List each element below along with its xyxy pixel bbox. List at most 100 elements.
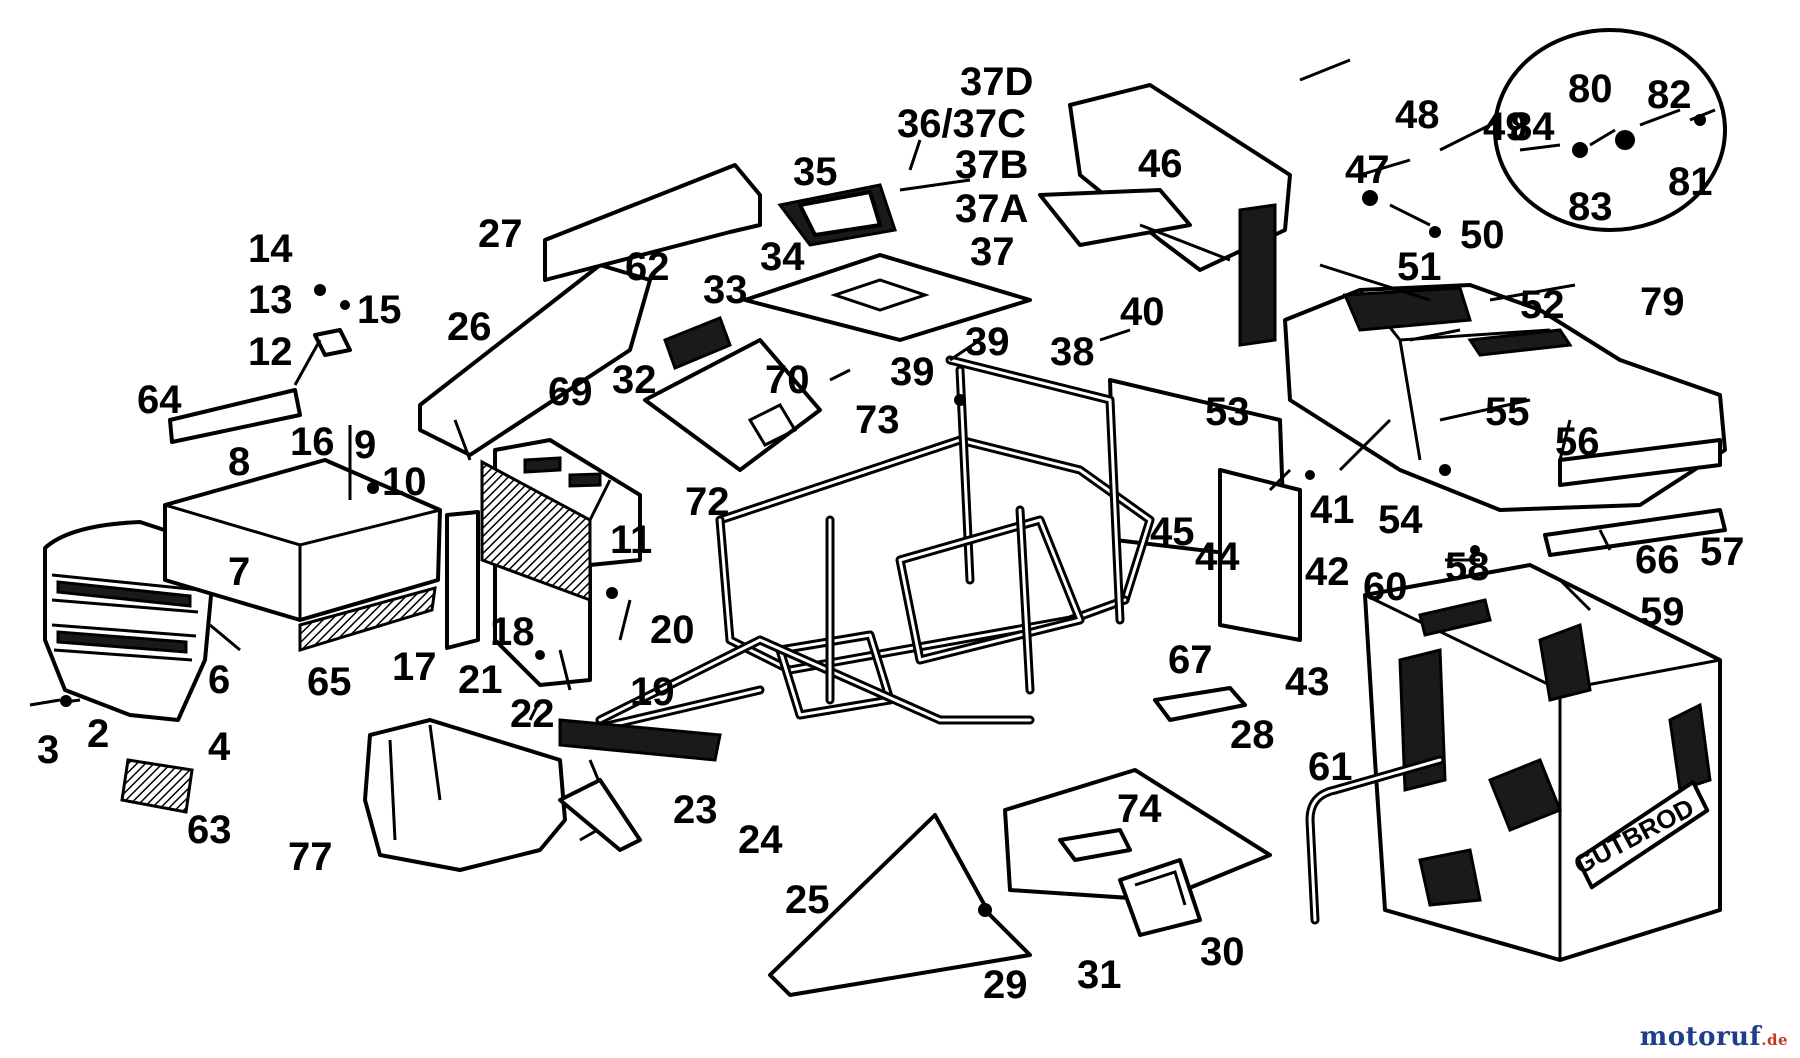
- battery-plate-33: [643, 316, 822, 472]
- label-49: 49: [1483, 105, 1528, 149]
- label-2: 2: [87, 712, 109, 756]
- label-69: 69: [548, 370, 593, 414]
- label-7: 7: [228, 550, 250, 594]
- label-40: 40: [1120, 290, 1165, 334]
- label-55: 55: [1485, 390, 1530, 434]
- label-74: 74: [1117, 787, 1162, 831]
- label-9: 9: [354, 423, 376, 467]
- side-cover-25: [768, 813, 1032, 997]
- label-83: 83: [1568, 185, 1613, 229]
- label-61: 61: [1308, 745, 1353, 789]
- label-37b: 37B: [955, 143, 1028, 187]
- label-17: 17: [392, 645, 437, 689]
- label-42: 42: [1305, 550, 1350, 594]
- decal-strip-64: [168, 388, 302, 444]
- site-watermark: motoruf.de: [1640, 1022, 1788, 1052]
- label-3: 3: [37, 728, 59, 772]
- label-80: 80: [1568, 67, 1613, 111]
- label-84: 84: [1510, 105, 1555, 149]
- label-41: 41: [1310, 488, 1355, 532]
- step-tray-28: [1003, 768, 1272, 902]
- label-37: 37: [970, 230, 1015, 274]
- label-25: 25: [785, 878, 830, 922]
- label-21: 21: [458, 658, 503, 702]
- hood-part: [163, 458, 442, 653]
- label-59: 59: [1640, 590, 1685, 634]
- label-16: 16: [290, 420, 335, 464]
- label-53: 53: [1205, 390, 1250, 434]
- label-22: 22: [510, 692, 555, 736]
- grass-catcher-part: GUTBROD: [1363, 563, 1722, 962]
- label-31: 31: [1077, 953, 1122, 997]
- label-43: 43: [1285, 660, 1330, 704]
- label-13: 13: [248, 278, 293, 322]
- grille-insert-part: [120, 758, 194, 814]
- label-52: 52: [1520, 283, 1565, 327]
- label-34: 34: [760, 235, 805, 279]
- label-20: 20: [650, 608, 695, 652]
- label-56: 56: [1555, 420, 1600, 464]
- hardware-parts: [313, 190, 1480, 660]
- label-37d: 37D: [960, 60, 1033, 104]
- label-72: 72: [685, 480, 730, 524]
- floor-plate-part: [743, 253, 1032, 342]
- label-63: 63: [187, 808, 232, 852]
- label-39a: 39: [965, 320, 1010, 364]
- leader-lines: [293, 58, 1612, 721]
- label-26: 26: [447, 305, 492, 349]
- tray-35: [777, 183, 897, 247]
- label-70: 70: [765, 358, 810, 402]
- watermark-tld: .de: [1761, 1031, 1788, 1049]
- label-79: 79: [1640, 280, 1685, 324]
- rear-panel-part: [1108, 378, 1302, 642]
- label-4: 4: [208, 725, 231, 769]
- strip-66: [1543, 508, 1727, 557]
- label-82: 82: [1647, 73, 1692, 117]
- label-64: 64: [137, 378, 182, 422]
- drawer-30: [1118, 858, 1202, 937]
- label-35: 35: [793, 150, 838, 194]
- label-46: 46: [1138, 142, 1183, 186]
- label-24: 24: [738, 818, 783, 862]
- label-57: 57: [1700, 530, 1745, 574]
- label-11: 11: [610, 518, 652, 562]
- label-29: 29: [983, 963, 1028, 1007]
- label-67: 67: [1168, 638, 1213, 682]
- label-19: 19: [630, 670, 675, 714]
- label-38: 38: [1050, 330, 1095, 374]
- watermark-name: motoruf: [1639, 1022, 1762, 1052]
- label-66: 66: [1635, 538, 1680, 582]
- label-14: 14: [248, 227, 293, 271]
- label-44: 44: [1195, 535, 1240, 579]
- label-10: 10: [382, 460, 427, 504]
- label-30: 30: [1200, 930, 1245, 974]
- label-23: 23: [673, 788, 718, 832]
- part-labels: 2 3 4 6 7 8 9 10 11 12 13 14 15 16 17 18…: [37, 60, 1745, 1007]
- rear-fender-part: [1283, 283, 1727, 512]
- label-15: 15: [357, 288, 402, 332]
- side-panel-17: [445, 510, 480, 650]
- label-60: 60: [1363, 565, 1408, 609]
- label-65: 65: [307, 660, 352, 704]
- seat-part: [1038, 83, 1292, 347]
- label-32: 32: [612, 358, 657, 402]
- side-panel-27: [543, 163, 762, 282]
- label-37a: 37A: [955, 187, 1028, 231]
- label-8: 8: [228, 440, 250, 484]
- pedal-part: [558, 718, 722, 852]
- label-51: 51: [1397, 245, 1442, 289]
- label-58: 58: [1445, 545, 1490, 589]
- label-54: 54: [1378, 498, 1423, 542]
- label-50: 50: [1460, 213, 1505, 257]
- dashboard-part: [480, 438, 642, 687]
- catcher-handle-61: [1305, 755, 1445, 925]
- label-62: 62: [625, 245, 670, 289]
- label-81: 81: [1668, 160, 1713, 204]
- label-33: 33: [703, 268, 748, 312]
- label-48: 48: [1395, 93, 1440, 137]
- label-6: 6: [208, 658, 230, 702]
- label-36-37c: 36/37C: [897, 102, 1026, 146]
- label-45: 45: [1150, 510, 1195, 554]
- label-73: 73: [855, 398, 900, 442]
